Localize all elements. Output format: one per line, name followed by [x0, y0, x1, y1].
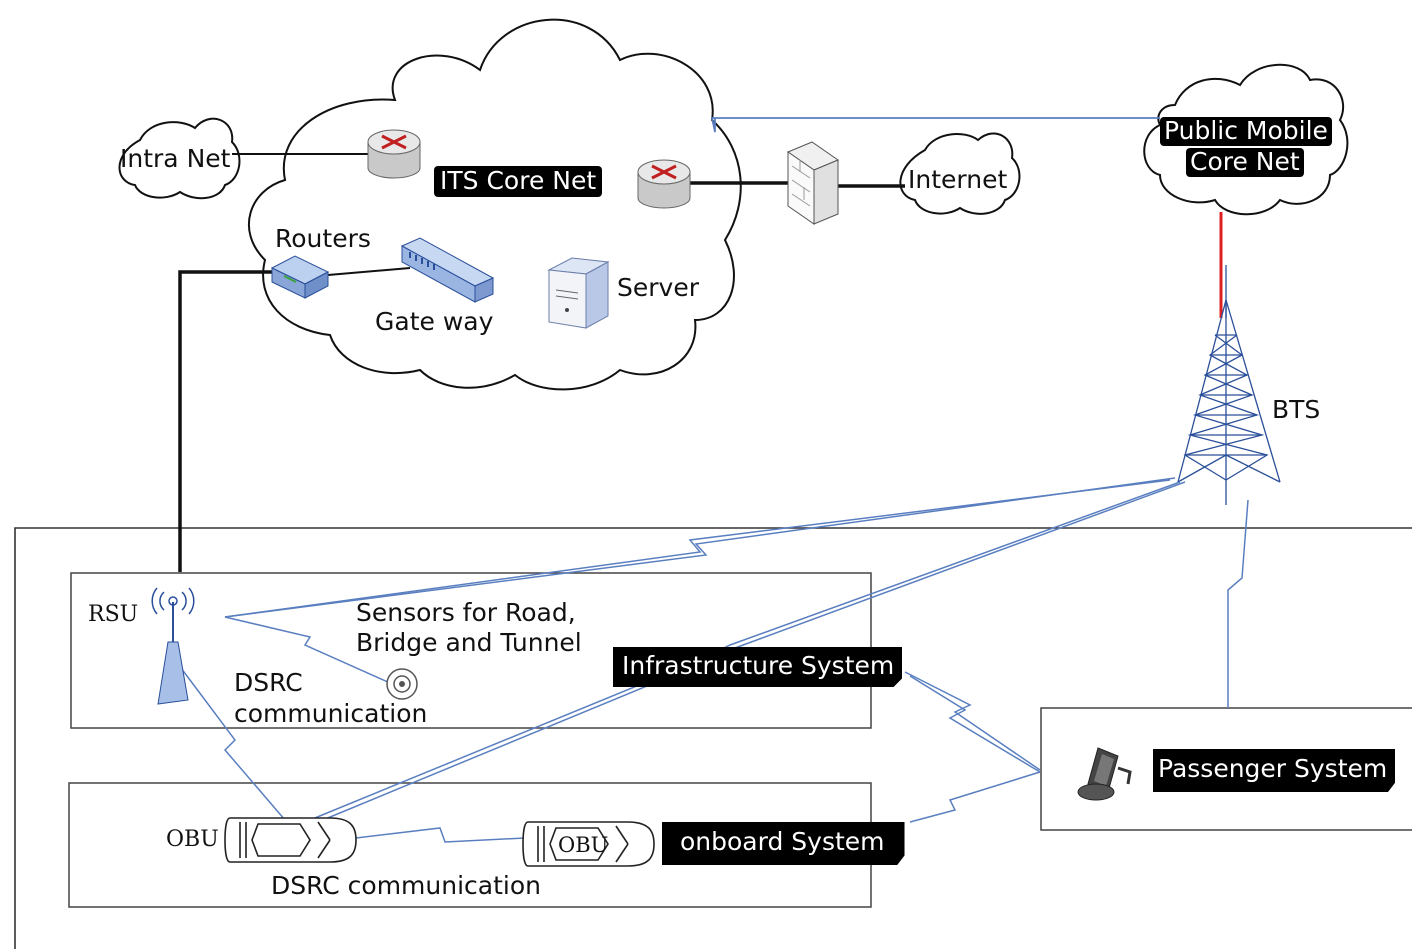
obu-left-label: OBU [166, 827, 219, 852]
public-mobile-label-line1: Public Mobile [1160, 117, 1332, 146]
passenger-system-label: Passenger System [1153, 749, 1396, 792]
onboard-system-label: onboard System [662, 822, 905, 865]
its-core-net-label: ITS Core Net [434, 166, 603, 197]
router-icon-2 [637, 159, 691, 209]
internet-cloud [899, 132, 1021, 215]
its-core-cloud [248, 18, 742, 391]
sensor-icon [386, 668, 418, 700]
routers-device-icon [270, 255, 330, 299]
server-label: Server [617, 273, 699, 302]
rsu-label: RSU [88, 602, 139, 627]
intra-net-label: Intra Net [120, 144, 231, 173]
passenger-box [1040, 707, 1412, 831]
obu-car-label: OBU [558, 833, 609, 857]
wireless-links [174, 477, 1249, 843]
bts-tower [1177, 265, 1281, 505]
routers-label: Routers [275, 224, 371, 253]
link-core-public [710, 117, 1160, 133]
firewall-icon [786, 141, 840, 225]
outer-frame [14, 527, 1412, 949]
dsrc-label-line2: communication [234, 699, 428, 728]
link-router2-gateway [327, 267, 411, 276]
dsrc-communication-label: DSRC communication [271, 871, 541, 900]
intra-net-cloud [118, 117, 241, 200]
link-gateway-rsu [178, 270, 280, 572]
infrastructure-system-label: Infrastructure System [613, 647, 903, 687]
sensors-label-line2: Bridge and Tunnel [356, 628, 582, 657]
router-icon [367, 129, 421, 179]
rsu-antenna-icon [151, 587, 195, 705]
gateway-switch-icon [400, 237, 495, 303]
gateway-label: Gate way [375, 307, 494, 336]
server-icon [547, 257, 610, 329]
sensors-label-line1: Sensors for Road, [356, 598, 576, 627]
dsrc-label-line1: DSRC [234, 668, 303, 697]
public-mobile-label-line2: Core Net [1186, 148, 1304, 177]
phone-holder-icon [1077, 747, 1132, 801]
car-icon-1 [224, 817, 357, 863]
bts-label: BTS [1272, 395, 1321, 424]
internet-label: Internet [908, 165, 1008, 194]
car-icon-2 [522, 821, 655, 867]
